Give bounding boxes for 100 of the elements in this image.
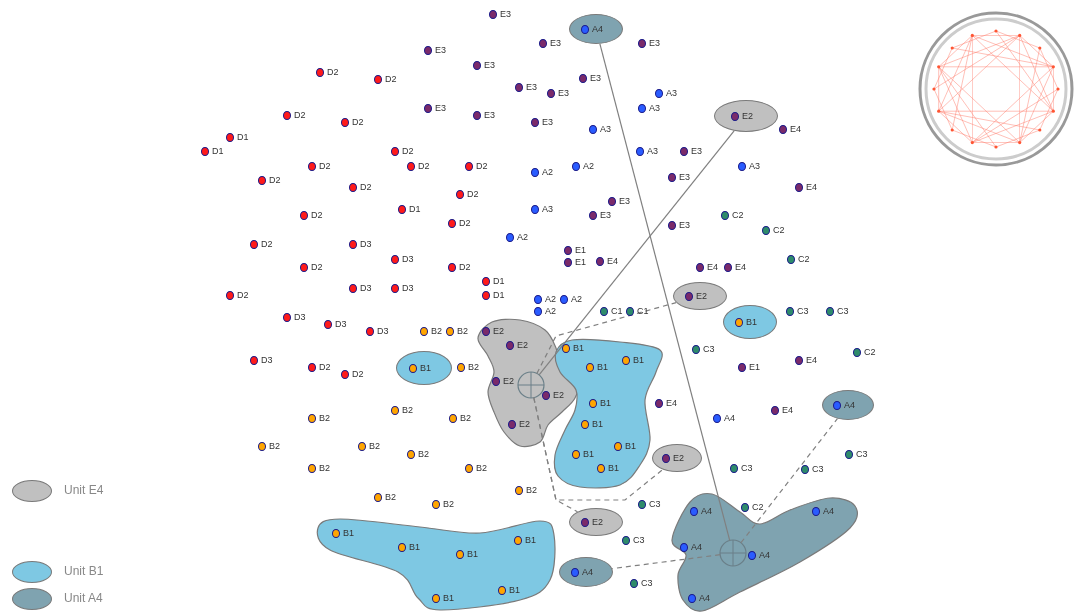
connector-line [611, 554, 721, 570]
point-label: E4 [707, 262, 718, 273]
unit-region [670, 492, 857, 612]
point-label: D3 [402, 283, 414, 294]
point-label: B1 [467, 549, 478, 560]
point-label: E2 [742, 111, 753, 122]
point-label: A3 [649, 103, 660, 114]
point-label: D2 [385, 74, 397, 85]
point-label: C2 [732, 210, 744, 221]
point-label: A2 [545, 306, 556, 317]
point-label: D3 [402, 254, 414, 265]
point-label: B1 [597, 362, 608, 373]
point-label: A4 [759, 550, 770, 561]
point-label: B2 [526, 485, 537, 496]
point-label: B1 [525, 535, 536, 546]
point-label: B2 [402, 405, 413, 416]
point-label: A3 [542, 204, 553, 215]
point-label: B1 [509, 585, 520, 596]
point-label: E3 [542, 117, 553, 128]
point-label: D2 [360, 182, 372, 193]
point-label: B2 [369, 441, 380, 452]
point-label: E4 [806, 182, 817, 193]
point-label: B1 [409, 542, 420, 553]
point-label: D2 [261, 239, 273, 250]
point-label: D2 [459, 218, 471, 229]
point-label: B2 [468, 362, 479, 373]
crosshair-marker [517, 371, 545, 399]
point-label: D2 [269, 175, 281, 186]
legend-label: Unit A4 [64, 591, 103, 605]
point-label: E3 [550, 38, 561, 49]
point-label: C2 [773, 225, 785, 236]
point-label: C1 [637, 306, 649, 317]
point-label: C2 [752, 502, 764, 513]
unit-ellipse [723, 305, 777, 339]
point-label: D2 [402, 146, 414, 157]
point-label: E3 [484, 60, 495, 71]
point-label: C3 [633, 535, 645, 546]
unit-ellipse [822, 390, 874, 420]
point-label: C3 [837, 306, 849, 317]
unit-region [553, 338, 662, 489]
unit-ellipse [396, 351, 452, 385]
point-label: B2 [476, 463, 487, 474]
point-label: A2 [545, 294, 556, 305]
point-label: E3 [435, 45, 446, 56]
point-label: B1 [573, 343, 584, 354]
point-label: B1 [608, 463, 619, 474]
unit-ellipse [559, 557, 613, 587]
point-label: E4 [782, 405, 793, 416]
point-label: E3 [679, 220, 690, 231]
point-label: E2 [592, 517, 603, 528]
point-label: A3 [647, 146, 658, 157]
point-label: E4 [806, 355, 817, 366]
point-label: A4 [724, 413, 735, 424]
point-label: E3 [619, 196, 630, 207]
point-label: A4 [691, 542, 702, 553]
connector-line [536, 302, 677, 374]
point-label: A2 [571, 294, 582, 305]
point-label: E4 [607, 256, 618, 267]
point-label: D2 [467, 189, 479, 200]
point-label: D1 [493, 290, 505, 301]
legend-label: Unit B1 [64, 564, 104, 578]
point-label: E1 [749, 362, 760, 373]
point-label: A3 [666, 88, 677, 99]
point-label: D2 [311, 262, 323, 273]
point-label: D3 [294, 312, 306, 323]
unit-ellipse [652, 444, 702, 472]
unit-ellipse [714, 100, 778, 132]
legend-label: Unit E4 [64, 483, 104, 497]
point-label: D2 [237, 290, 249, 301]
point-label: E1 [575, 245, 586, 256]
point-label: D2 [352, 117, 364, 128]
point-label: E2 [673, 453, 684, 464]
point-label: D2 [327, 67, 339, 78]
point-label: A2 [583, 161, 594, 172]
point-label: B2 [431, 326, 442, 337]
point-label: A4 [823, 506, 834, 517]
point-label: D2 [352, 369, 364, 380]
point-label: B1 [343, 528, 354, 539]
point-label: B1 [592, 419, 603, 430]
point-label: D3 [360, 283, 372, 294]
point-label: E2 [519, 419, 530, 430]
point-label: D2 [319, 362, 331, 373]
point-label: C2 [864, 347, 876, 358]
unit-ellipse [673, 282, 727, 310]
point-label: E3 [500, 9, 511, 20]
point-label: C3 [812, 464, 824, 475]
point-label: C3 [649, 499, 661, 510]
point-label: A4 [844, 400, 855, 411]
point-label: A4 [701, 506, 712, 517]
point-label: E3 [649, 38, 660, 49]
point-label: E3 [435, 103, 446, 114]
unit-ellipse [569, 508, 623, 536]
point-label: D2 [476, 161, 488, 172]
point-label: B2 [460, 413, 471, 424]
point-label: A3 [600, 124, 611, 135]
point-label: A4 [582, 567, 593, 578]
point-label: E2 [553, 390, 564, 401]
point-label: D2 [459, 262, 471, 273]
point-label: A4 [592, 24, 603, 35]
point-label: E2 [696, 291, 707, 302]
